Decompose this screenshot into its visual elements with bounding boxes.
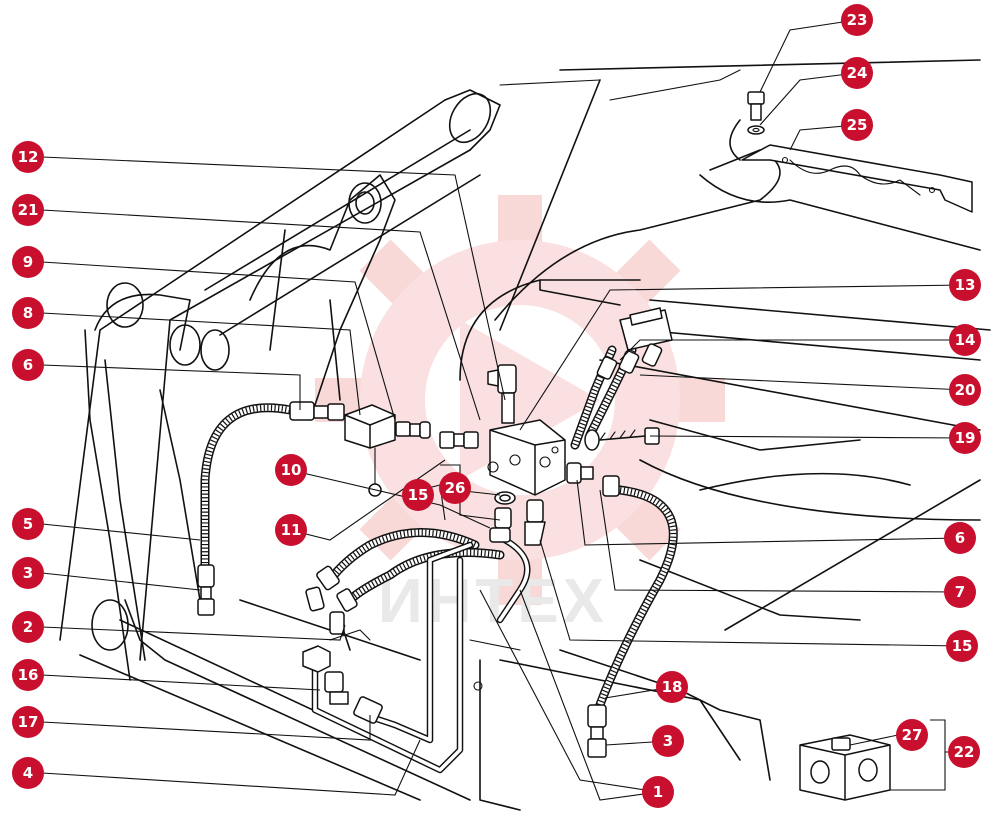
callout-7-label: 7 — [955, 583, 965, 601]
callout-14-label: 14 — [955, 331, 976, 349]
callout-9: 9 — [12, 246, 44, 278]
callout-22: 22 — [948, 736, 980, 768]
callout-22-label: 22 — [954, 743, 975, 761]
callout-24: 24 — [841, 57, 873, 89]
callout-24-label: 24 — [847, 64, 868, 82]
leader-lines — [41, 19, 966, 801]
callout-14: 14 — [949, 324, 981, 356]
callout-5-label: 5 — [23, 515, 33, 533]
callout-12-label: 12 — [18, 148, 39, 166]
callout-15-right: 15 — [946, 630, 978, 662]
callout-3-left: 3 — [12, 557, 44, 589]
callout-25-label: 25 — [847, 116, 868, 134]
cover-plate — [741, 144, 973, 213]
components — [197, 91, 973, 801]
callout-12: 12 — [12, 141, 44, 173]
callout-15-right-label: 15 — [952, 637, 973, 655]
callout-18: 18 — [656, 671, 688, 703]
callout-1: 1 — [642, 776, 674, 808]
callout-8-label: 8 — [23, 304, 33, 322]
callout-26: 26 — [439, 472, 471, 504]
callout-6-right-label: 6 — [955, 529, 965, 547]
callout-23-label: 23 — [847, 11, 868, 29]
callout-9-label: 9 — [23, 253, 33, 271]
hoses-and-pipes — [200, 345, 678, 774]
callouts: 12 21 9 8 6 10 11 15 26 5 3 2 16 17 4 23… — [12, 4, 981, 808]
callout-21-label: 21 — [18, 201, 39, 219]
callout-6-left: 6 — [12, 349, 44, 381]
callout-10-label: 10 — [281, 461, 302, 479]
callout-10: 10 — [275, 454, 307, 486]
callout-18-label: 18 — [662, 678, 683, 696]
callout-6-right: 6 — [944, 522, 976, 554]
callout-19-label: 19 — [955, 429, 976, 447]
callout-4: 4 — [12, 757, 44, 789]
callout-4-label: 4 — [23, 764, 33, 782]
callout-13-label: 13 — [955, 276, 976, 294]
callout-3-left-label: 3 — [23, 564, 33, 582]
callout-25: 25 — [841, 109, 873, 141]
callout-23: 23 — [841, 4, 873, 36]
callout-13: 13 — [949, 269, 981, 301]
callout-17-label: 17 — [18, 713, 39, 731]
callout-2: 2 — [12, 611, 44, 643]
callout-16: 16 — [12, 659, 44, 691]
callout-8: 8 — [12, 297, 44, 329]
callout-27-label: 27 — [902, 726, 923, 744]
watermark-text: ИНТЕХ — [378, 567, 608, 636]
callout-27: 27 — [896, 719, 928, 751]
callout-11: 11 — [275, 514, 307, 546]
callout-15-left: 15 — [402, 479, 434, 511]
callout-20-label: 20 — [955, 381, 976, 399]
callout-2-label: 2 — [23, 618, 33, 636]
callout-1-label: 1 — [653, 783, 663, 801]
callout-7: 7 — [944, 576, 976, 608]
callout-21: 21 — [12, 194, 44, 226]
callout-6-left-label: 6 — [23, 356, 33, 374]
callout-19: 19 — [949, 422, 981, 454]
callout-15-left-label: 15 — [408, 486, 429, 504]
callout-20: 20 — [949, 374, 981, 406]
callout-16-label: 16 — [18, 666, 39, 684]
callout-3-right-label: 3 — [663, 732, 673, 750]
callout-3-right: 3 — [652, 725, 684, 757]
callout-26-label: 26 — [445, 479, 466, 497]
callout-11-label: 11 — [281, 521, 302, 539]
callout-5: 5 — [12, 508, 44, 540]
callout-17: 17 — [12, 706, 44, 738]
